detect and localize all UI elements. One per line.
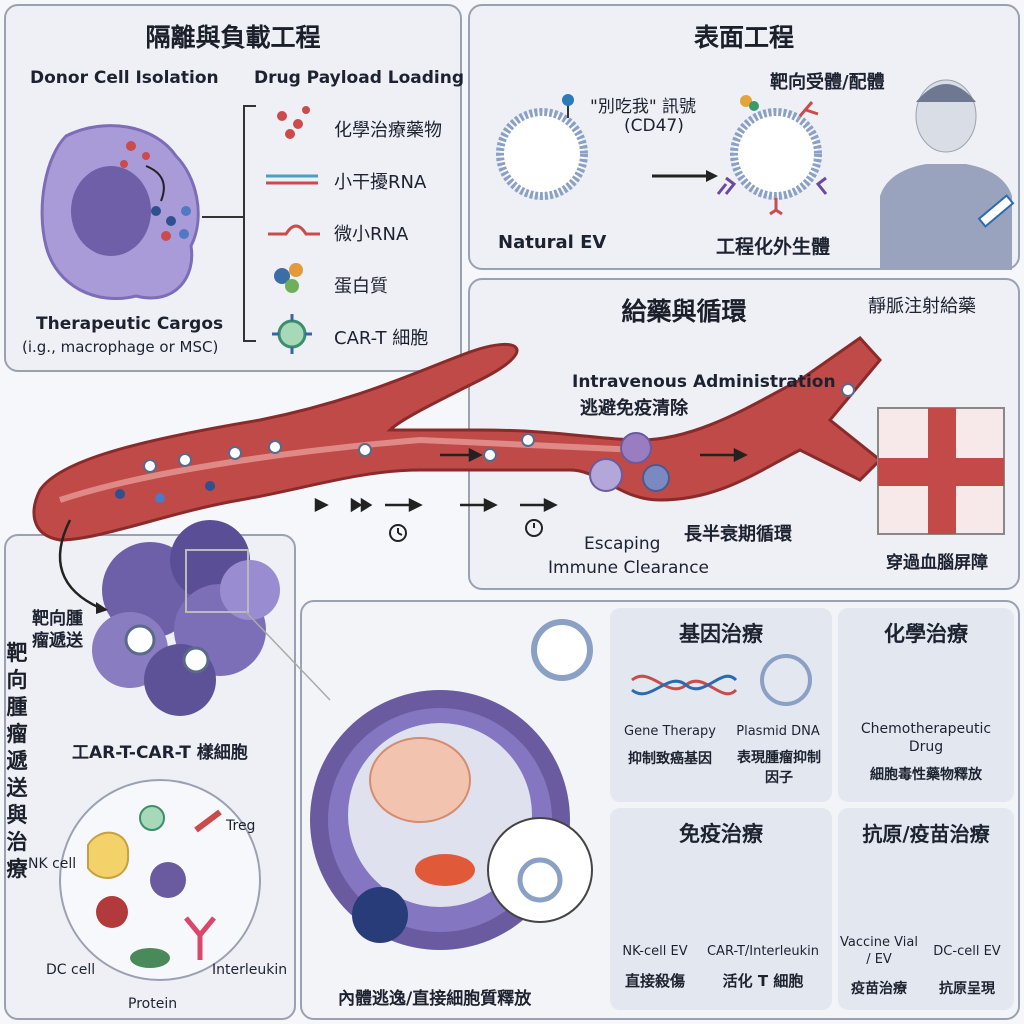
nk-cell-label: NK cell: [28, 856, 77, 872]
clock-icon: [389, 519, 543, 542]
chemo-drug-icon: [277, 106, 310, 139]
protein-blob-icon: [130, 948, 170, 968]
immune-clearance-label: Immune Clearance: [548, 558, 710, 578]
cargo-item-mirna: 微小RNA: [334, 224, 409, 245]
cargo-item-protein: 蛋白質: [334, 276, 388, 297]
syringe-icon: [977, 194, 1015, 228]
cell-type-icons: [87, 805, 222, 968]
iv-label: 靜脈注射給藥: [868, 296, 976, 317]
chemo-box: [838, 608, 1014, 802]
evade-label: 逃避免疫清除: [580, 398, 688, 419]
floating-ev: [531, 619, 593, 681]
treg-label: Treg: [226, 818, 256, 834]
ev-particles: [115, 383, 855, 503]
tumor-mass: [92, 520, 280, 716]
engineered-ev: [730, 108, 822, 200]
protein-icon: [274, 263, 303, 293]
natural-ev-label: Natural EV: [498, 232, 607, 253]
targeted-label-1: 靶向腫: [32, 609, 83, 629]
cart-il-zh: 活化 T 細胞: [722, 972, 804, 990]
cargo-item-cart: CAR-T 細胞: [334, 328, 429, 349]
vaccine-en: Vaccine Vial / EV: [840, 935, 918, 967]
cargo-item-sirna: 小干擾RNA: [334, 172, 427, 193]
chemo-title: 化學治療: [884, 622, 968, 646]
engineered-ev-label: 工程化外生體: [716, 236, 831, 258]
vertical-title: 靶向腫瘤遞送與治療: [6, 641, 28, 881]
cd47-label: (CD47): [624, 116, 684, 136]
cd47-marker: [562, 94, 574, 106]
bbb-inset: [877, 407, 1005, 535]
payload-label: Drug Payload Loading: [254, 68, 465, 88]
antibody-icon: [184, 916, 216, 960]
cart-il-en: CAR-T/Interleukin: [706, 944, 820, 959]
targeted-label-2: 瘤遞送: [32, 631, 83, 651]
vaccine-zh: 疫苗治療: [851, 981, 907, 997]
vaccine-box: [838, 808, 1014, 1010]
protein-label: Protein: [128, 996, 178, 1012]
mirna-icon: [268, 224, 320, 236]
flow-arrows: [314, 447, 748, 513]
nk-ev-zh: 直接殺傷: [624, 972, 685, 990]
surface-graphics: [496, 79, 1015, 270]
dc-cell-label: DC cell: [46, 962, 96, 978]
dc-ev-zh: 抗原呈現: [939, 981, 995, 997]
escaping-label: Escaping: [584, 534, 661, 554]
dont-eat-me-signal: "別吃我" 訊號: [590, 97, 697, 117]
gene-therapy-zh: 抑制致癌基因: [628, 751, 712, 767]
cargo-item-chemo: 化學治療藥物: [334, 120, 442, 141]
gene-title: 基因治療: [679, 622, 763, 646]
immune-cells: [589, 432, 670, 492]
tumor-cell-cross-section: [310, 690, 593, 950]
chemo-zh: 細胞毒性藥物釋放: [870, 767, 982, 783]
nk-ev-en: NK-cell EV: [622, 944, 688, 959]
treg-icon: [139, 805, 165, 831]
panel-title: 隔離與負載工程: [145, 23, 321, 52]
bbb-label: 穿過血腦屏障: [886, 553, 988, 573]
sirna-icon: [266, 174, 318, 185]
vaccine-title: 抗原/疫苗治療: [862, 822, 990, 846]
interleukin-icon: [194, 809, 222, 833]
cart-cell-icon: [272, 314, 312, 354]
interleukin-label: Interleukin: [212, 962, 288, 978]
surface-panel: 表面工程 "別吃我" 訊號 (CD47) 靶向受體/配體 Natural EV …: [468, 4, 1020, 270]
chemo-en: Chemotherapeutic Drug: [860, 721, 992, 755]
immuno-box: [610, 808, 832, 1010]
cart-like-label: 工AR-T-CAR-T 樣細胞: [72, 743, 248, 763]
plasmid-en: Plasmid DNA: [736, 724, 820, 739]
iv-admin-label: Intravenous Administration: [572, 372, 836, 392]
nk-cell-icon: [87, 831, 130, 879]
isolation-panel: 隔離與負載工程 Donor Cell Isolation Drug Payloa…: [4, 4, 465, 372]
cargos-note: (i.g., macrophage or MSC): [22, 338, 219, 356]
protein-cell-icon: [150, 862, 186, 898]
isolation-graphics: [40, 105, 320, 354]
patient-figure: [880, 79, 1012, 270]
half-life-label: 長半衰期循環: [684, 524, 792, 545]
release-label: 內體逃逸/直接細胞質釋放: [338, 989, 532, 1009]
dc-cell-icon: [96, 896, 128, 928]
donor-label: Donor Cell Isolation: [30, 68, 219, 88]
natural-ev: [496, 108, 588, 200]
cell-nucleus: [71, 166, 151, 256]
plasmid-zh: 表現腫瘤抑制因子: [737, 750, 821, 786]
panel-title: 給藥與循環: [621, 297, 747, 326]
gene-therapy-en: Gene Therapy: [624, 724, 716, 739]
dc-ev-en: DC-cell EV: [933, 944, 1001, 959]
cargos-label: Therapeutic Cargos: [36, 314, 224, 334]
ligand-label: 靶向受體/配體: [770, 72, 885, 93]
immuno-title: 免疫治療: [679, 822, 763, 846]
panel-title: 表面工程: [693, 23, 794, 52]
